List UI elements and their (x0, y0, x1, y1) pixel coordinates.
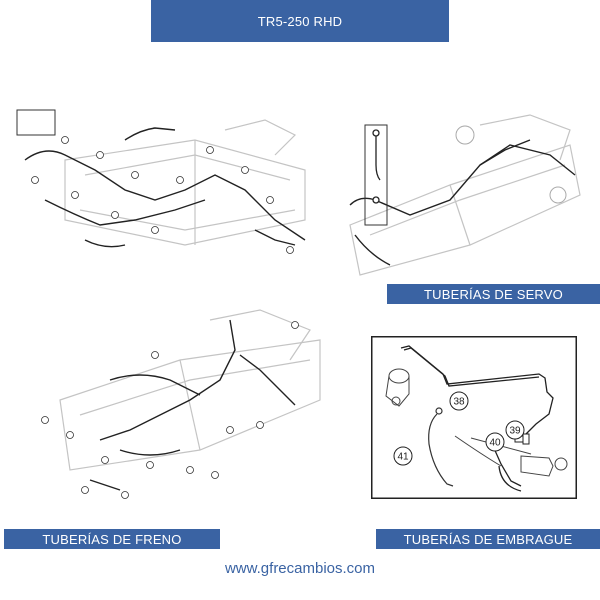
servo-section-banner: TUBERÍAS DE SERVO (387, 284, 600, 304)
callout-38: 38 (453, 397, 465, 408)
callout-39: 39 (509, 426, 521, 437)
callout-40: 40 (489, 438, 501, 449)
servo-pipes-diagram (349, 114, 581, 276)
clutch-pipes-diagram: 38 39 40 41 (371, 336, 577, 499)
page-title: TR5-250 RHD (257, 13, 343, 29)
servo-section-label: TUBERÍAS DE SERVO (424, 286, 563, 302)
embrague-section-banner: TUBERÍAS DE EMBRAGUE (376, 529, 600, 549)
freno-section-label: TUBERÍAS DE FRENO (42, 531, 182, 547)
website-link[interactable]: www.gfrecambios.com (224, 560, 376, 577)
freno-section-banner: TUBERÍAS DE FRENO (4, 529, 220, 549)
callout-41: 41 (397, 452, 409, 463)
pipes-overview-diagram (16, 109, 306, 254)
embrague-section-label: TUBERÍAS DE EMBRAGUE (403, 531, 573, 547)
clutch-inset-frame (371, 336, 577, 499)
title-banner: TR5-250 RHD (151, 0, 449, 42)
brake-pipes-diagram (41, 309, 321, 499)
